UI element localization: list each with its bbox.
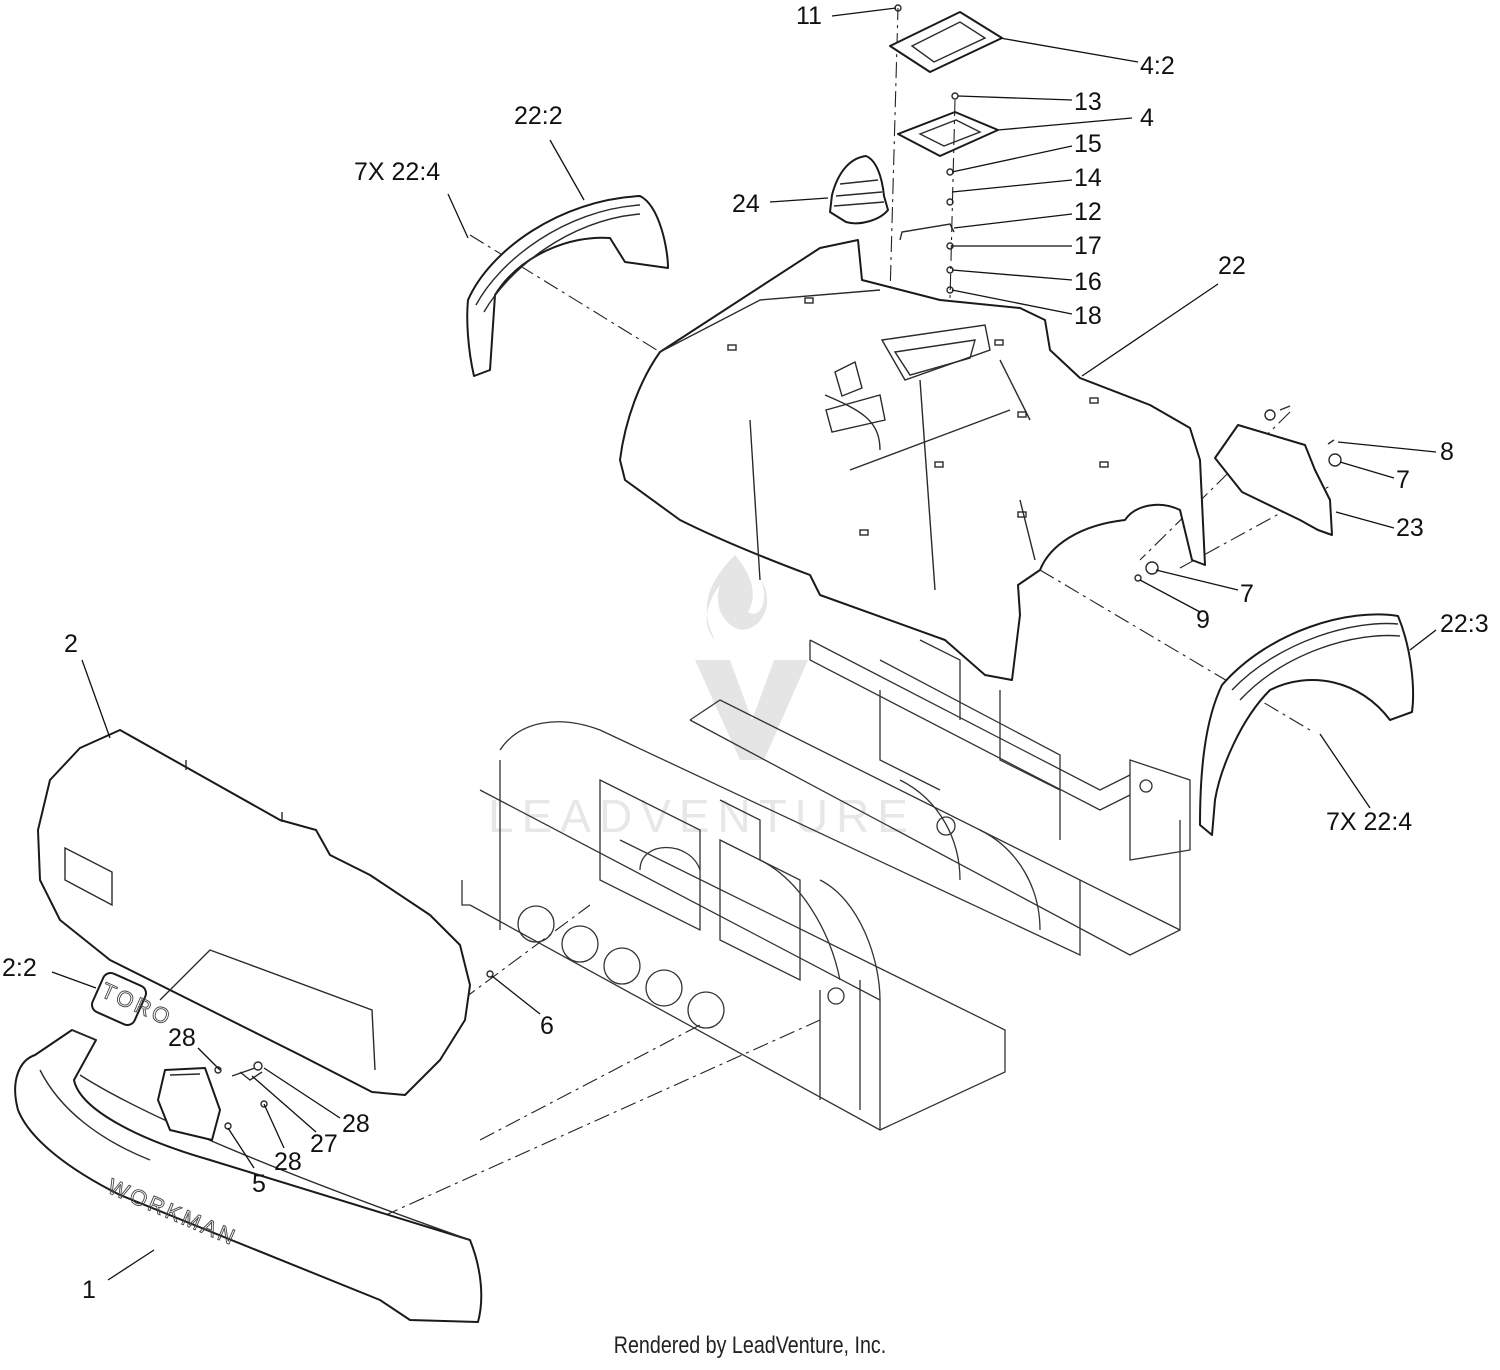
callout-labels: 11 4:2 13 4 15 14 12 17 16 18 22:2 7X 22… (2, 2, 1489, 1304)
shift-plate-lower (897, 111, 999, 157)
callout-leaders (51, 7, 1437, 1281)
callout-23: 23 (1396, 514, 1424, 542)
callout-9: 9 (1196, 606, 1210, 634)
callout-6: 6 (540, 1012, 554, 1040)
watermark-text: LEADVENTURE (488, 790, 916, 842)
hood-outline (619, 239, 1206, 681)
shifter-boot (829, 155, 889, 225)
callout-22: 22 (1218, 252, 1246, 280)
callout-28-mid: 28 (342, 1110, 370, 1138)
callout-7x-22-4-top: 7X 22:4 (354, 158, 440, 186)
callout-7-lower: 7 (1240, 580, 1254, 608)
shift-lever-link (899, 223, 955, 241)
front-grille (37, 729, 471, 1096)
callout-11: 11 (796, 2, 822, 30)
headlight-assembly (157, 970, 494, 1141)
callout-7-upper: 7 (1396, 466, 1410, 494)
render-credit: Rendered by LeadVenture, Inc. (613, 1332, 887, 1359)
callout-24: 24 (732, 190, 760, 218)
callout-2: 2 (64, 630, 78, 658)
v-watermark-icon (695, 660, 808, 760)
hood-cowl (619, 239, 1206, 681)
side-panel (1134, 405, 1342, 582)
callout-17: 17 (1074, 232, 1102, 260)
headlight (157, 1067, 221, 1141)
callout-18: 18 (1074, 302, 1102, 330)
callout-15: 15 (1074, 130, 1102, 158)
left-fender-flare (466, 195, 669, 377)
callout-22-2: 22:2 (514, 102, 563, 130)
callout-5: 5 (252, 1170, 266, 1198)
callout-27: 27 (310, 1130, 338, 1158)
callout-7x-22-4-right: 7X 22:4 (1326, 808, 1412, 836)
right-fender-flare (1199, 613, 1415, 836)
callout-8: 8 (1440, 438, 1454, 466)
callout-14: 14 (1074, 164, 1102, 192)
assembly-phantom-lines (329, 7, 1331, 1241)
callout-28-top: 28 (168, 1024, 196, 1052)
callout-12: 12 (1074, 198, 1102, 226)
flame-watermark-icon (706, 555, 768, 640)
callout-22-3: 22:3 (1440, 610, 1489, 638)
chassis-frame (461, 639, 1191, 1131)
callout-28-low: 28 (274, 1148, 302, 1176)
shifter-assembly (829, 4, 1003, 301)
callout-1: 1 (82, 1276, 96, 1304)
callout-4: 4 (1140, 104, 1154, 132)
callout-4-2: 4:2 (1140, 52, 1175, 80)
callout-16: 16 (1074, 268, 1102, 296)
callout-13: 13 (1074, 88, 1102, 116)
shift-plate-upper (889, 11, 1003, 73)
callout-2-2: 2:2 (2, 954, 37, 982)
